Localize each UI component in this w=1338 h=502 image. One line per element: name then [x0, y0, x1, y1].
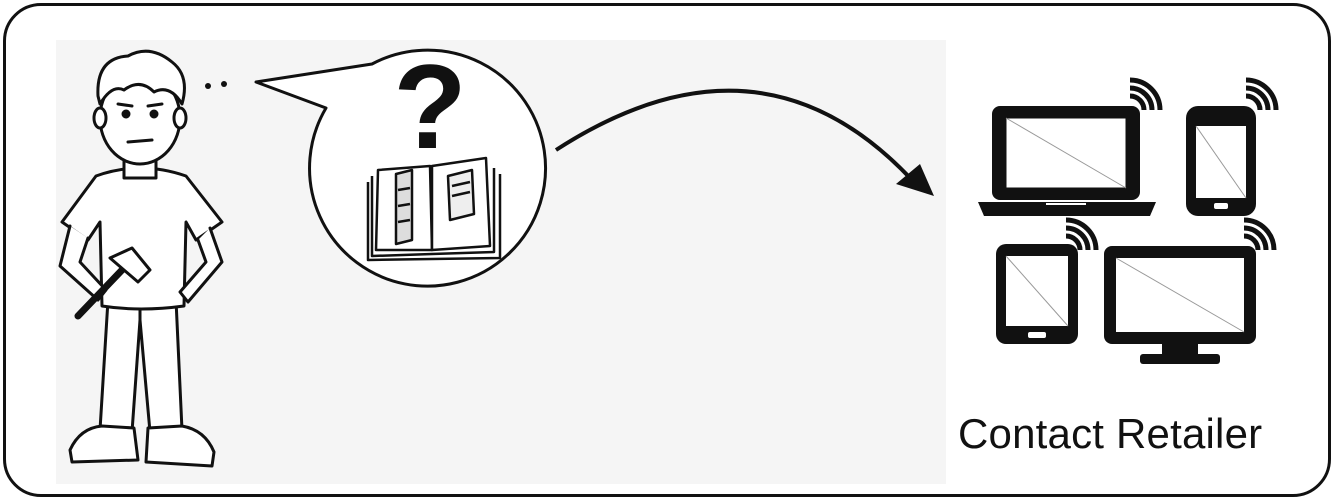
desktop-monitor-icon — [1104, 220, 1274, 364]
laptop-icon — [978, 80, 1160, 216]
tablet-icon — [996, 220, 1096, 344]
contact-retailer-caption: Contact Retailer — [958, 410, 1262, 458]
arrow-right-icon — [556, 91, 934, 196]
manual-book-icon — [368, 158, 500, 260]
smartphone-icon — [1186, 80, 1276, 216]
person-icon — [60, 51, 227, 466]
question-mark: ? — [393, 40, 466, 174]
